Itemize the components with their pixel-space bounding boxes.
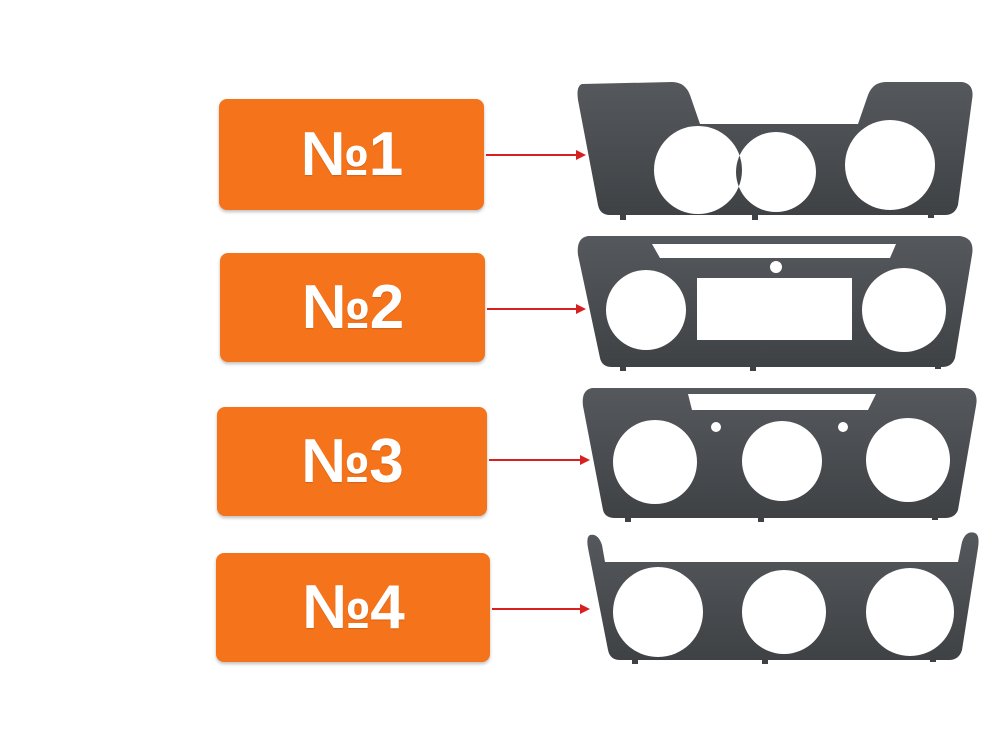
panel-2 [577, 236, 973, 371]
panel-4 [587, 532, 979, 664]
variant-label-3: №3 [217, 407, 487, 516]
variant-label-1-text: №1 [300, 120, 404, 189]
variant-label-3-text: №3 [301, 427, 404, 496]
panel-1 [577, 82, 973, 220]
variant-label-2: №2 [220, 253, 485, 362]
variant-label-2-text: №2 [301, 273, 405, 342]
panel-3 [582, 388, 977, 522]
variant-label-1: №1 [219, 99, 484, 210]
variant-label-4: №4 [216, 553, 490, 662]
variant-label-4-text: №4 [302, 573, 405, 642]
